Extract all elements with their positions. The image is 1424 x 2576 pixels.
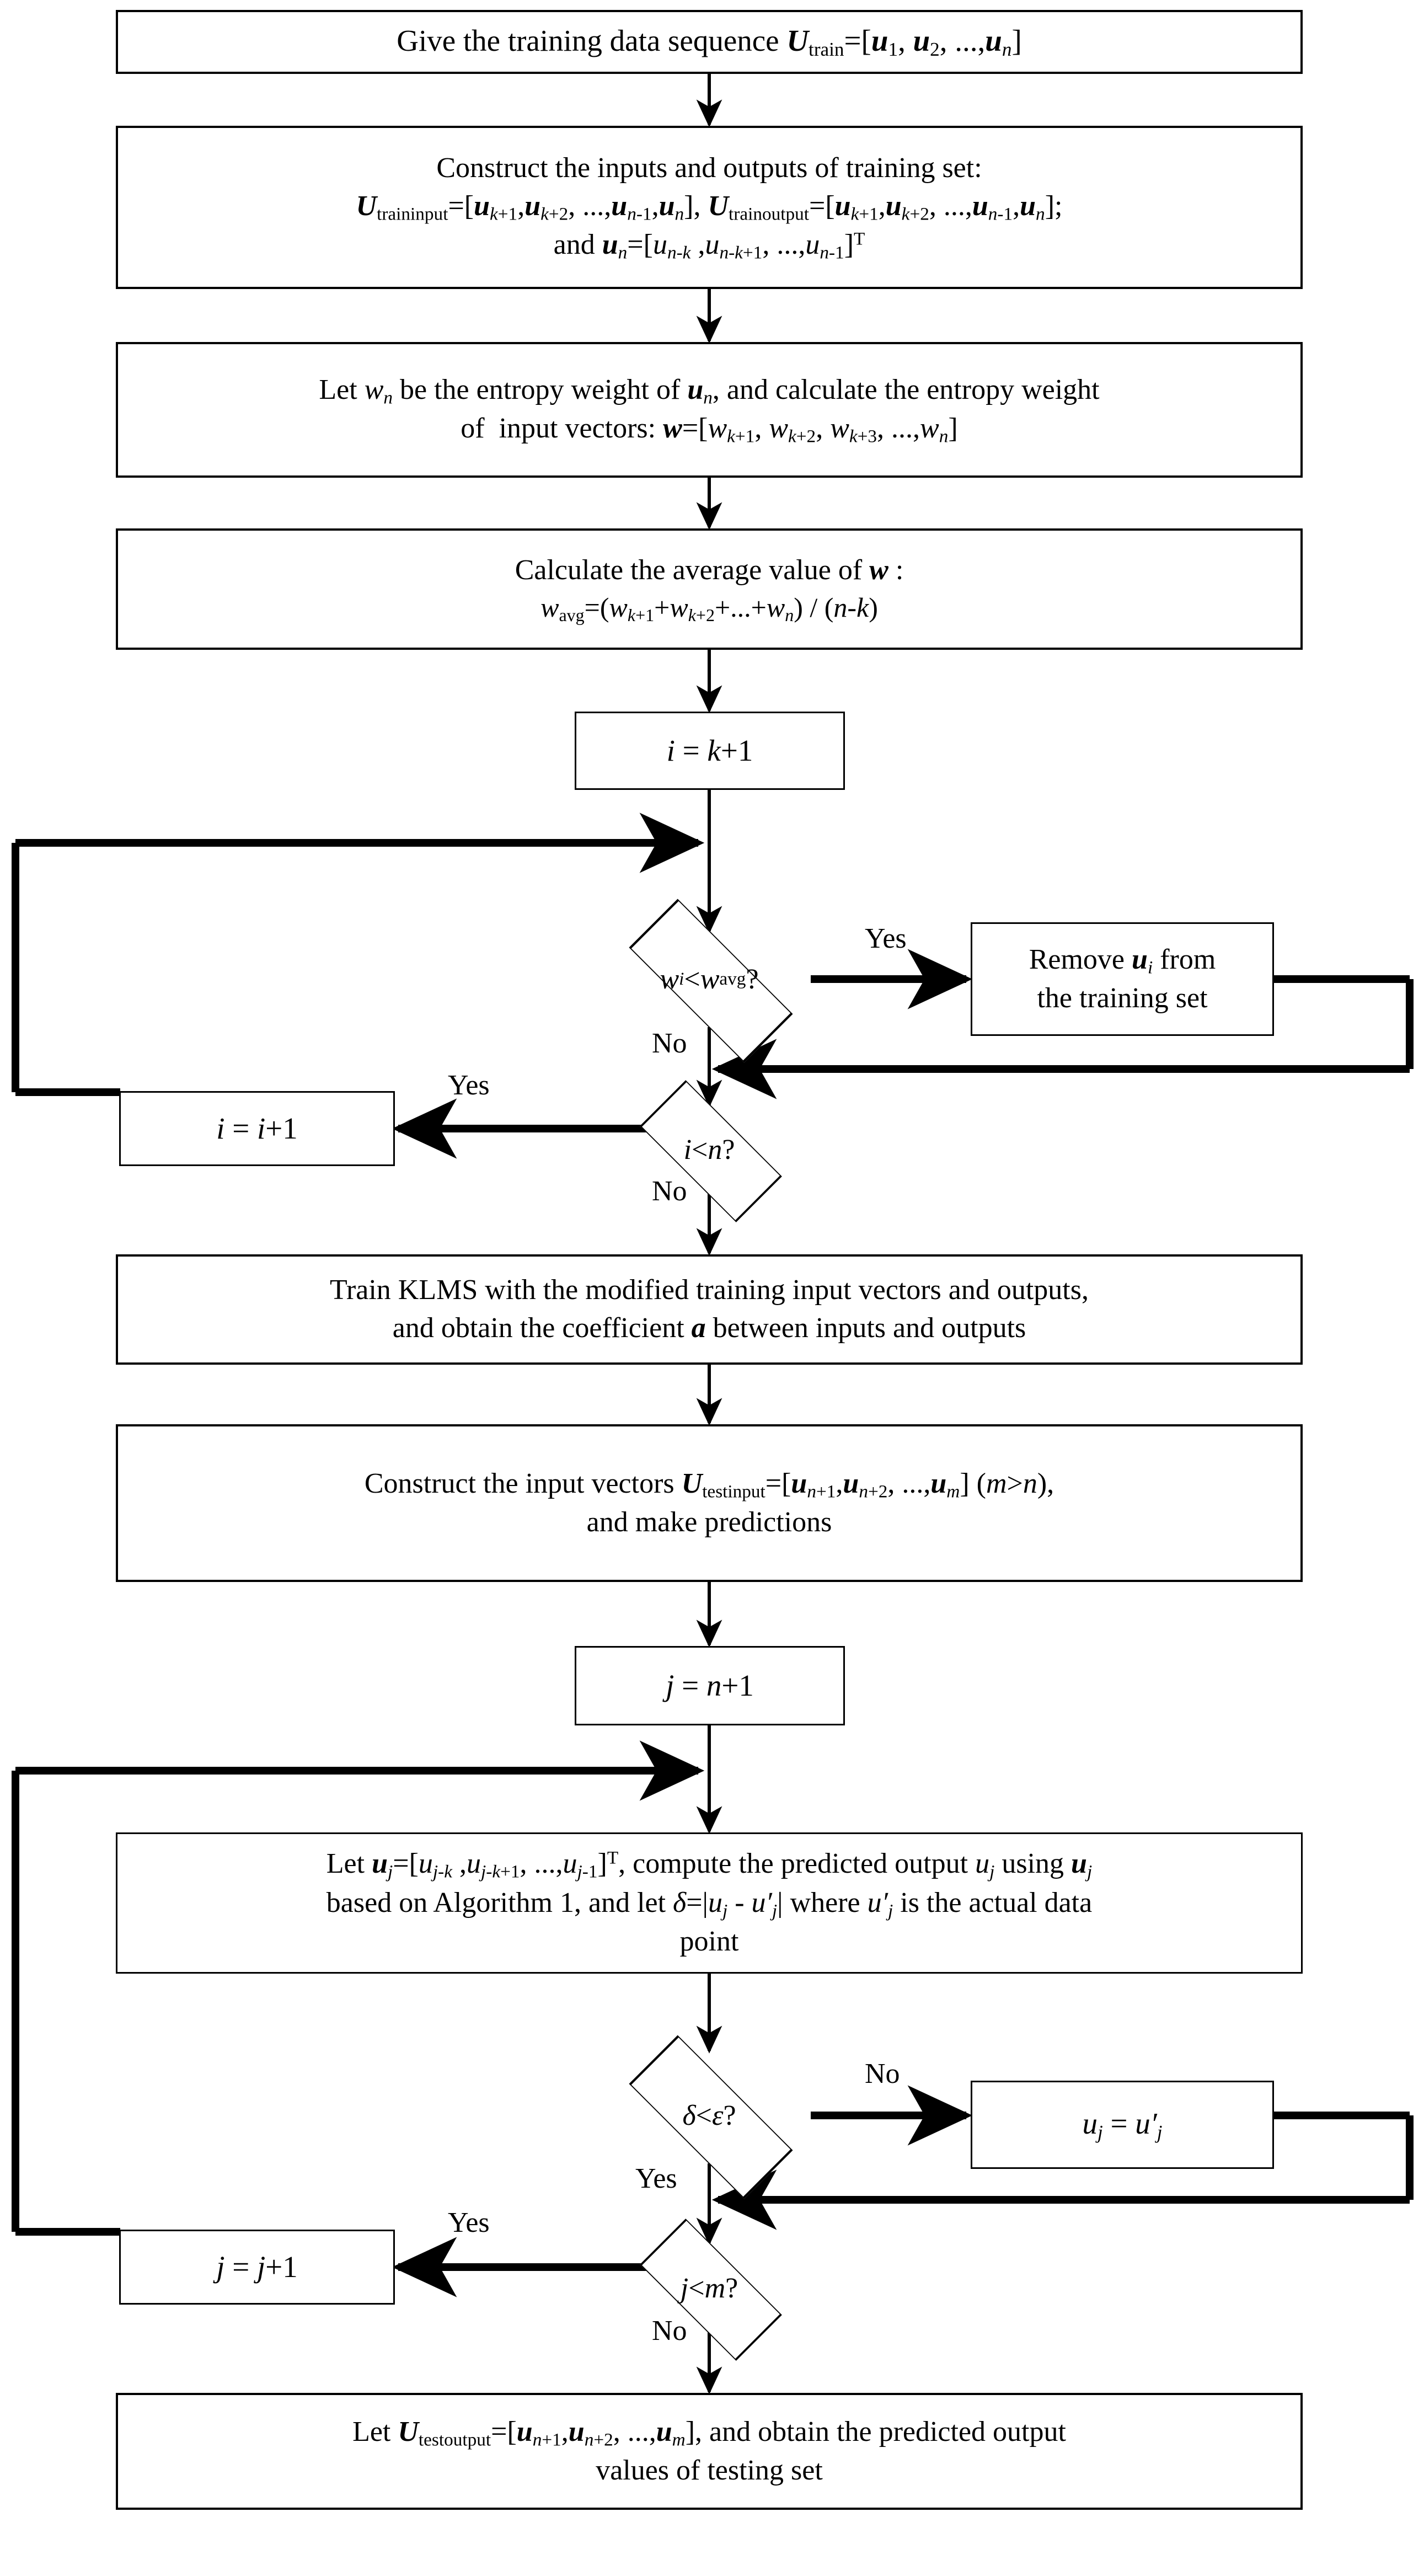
decision-delta-less-than-epsilon: δ < ε ?	[552, 2035, 867, 2199]
decision-text-d2: i < n ?	[683, 1134, 735, 1166]
process-increment-j: j = j+1	[119, 2230, 395, 2305]
process-test-output: Let Utestoutput=[un+1,un+2, ...,um], and…	[116, 2393, 1303, 2510]
node-text-n3: Let wn be the entropy weight of un, and …	[319, 373, 1100, 447]
node-text-n8: Train KLMS with the modified training in…	[330, 1274, 1089, 1344]
process-entropy-weight: Let wn be the entropy weight of un, and …	[116, 342, 1303, 478]
edge-label-d1-yes: Yes	[865, 923, 907, 954]
edge-label-d2-no: No	[652, 1175, 687, 1207]
node-text-n7: i = i+1	[216, 1111, 298, 1145]
node-text-n11: Let uj=[uj-k ,uj-k+1, ...,uj-1]T, comput…	[326, 1847, 1093, 1957]
node-text-n5: i = k+1	[666, 733, 753, 767]
decision-i-less-than-n: i < n ?	[577, 1080, 842, 1222]
process-train-klms: Train KLMS with the modified training in…	[116, 1254, 1303, 1365]
node-text-n13: j = j+1	[216, 2249, 298, 2284]
process-init-j: j = n+1	[575, 1646, 845, 1725]
node-text-n6: Remove ui from the training set	[1029, 943, 1216, 1014]
node-text-n2: Construct the inputs and outputs of trai…	[356, 152, 1063, 263]
decision-text-d4: j < m ?	[680, 2272, 738, 2304]
edge-label-d4-no: No	[652, 2315, 687, 2347]
edge-label-d3-yes: Yes	[635, 2163, 677, 2194]
process-average-weight: Calculate the average value of w : wavg=…	[116, 528, 1303, 650]
node-text-n4: Calculate the average value of w : wavg=…	[515, 554, 904, 626]
process-assign-actual: uj = u′j	[971, 2081, 1274, 2169]
process-init-i: i = k+1	[575, 712, 845, 790]
decision-j-less-than-m: j < m ?	[577, 2219, 842, 2361]
process-increment-i: i = i+1	[119, 1091, 395, 1166]
edge-label-d2-yes: Yes	[448, 1070, 490, 1101]
node-text-n10: j = n+1	[666, 1668, 754, 1702]
edge-label-d3-no: No	[865, 2058, 900, 2089]
node-text-n12: uj = u′j	[1082, 2107, 1163, 2144]
process-remove-ui: Remove ui from the training set	[971, 922, 1274, 1036]
node-text-n9: Construct the input vectors Utestinput=[…	[364, 1467, 1054, 1538]
process-construct-test-inputs: Construct the input vectors Utestinput=[…	[116, 1424, 1303, 1582]
process-construct-training-sets: Construct the inputs and outputs of trai…	[116, 126, 1303, 289]
node-text-n14: Let Utestoutput=[un+1,un+2, ...,um], and…	[352, 2415, 1066, 2486]
edge-label-d4-yes: Yes	[448, 2207, 490, 2238]
process-compute-prediction: Let uj=[uj-k ,uj-k+1, ...,uj-1]T, comput…	[116, 1832, 1303, 1974]
node-text-n1: Give the training data sequence Utrain=[…	[397, 24, 1022, 61]
decision-text-d3: δ < ε ?	[682, 2099, 736, 2131]
process-give-training-data: Give the training data sequence Utrain=[…	[116, 10, 1303, 74]
edge-label-d1-no: No	[652, 1028, 687, 1059]
